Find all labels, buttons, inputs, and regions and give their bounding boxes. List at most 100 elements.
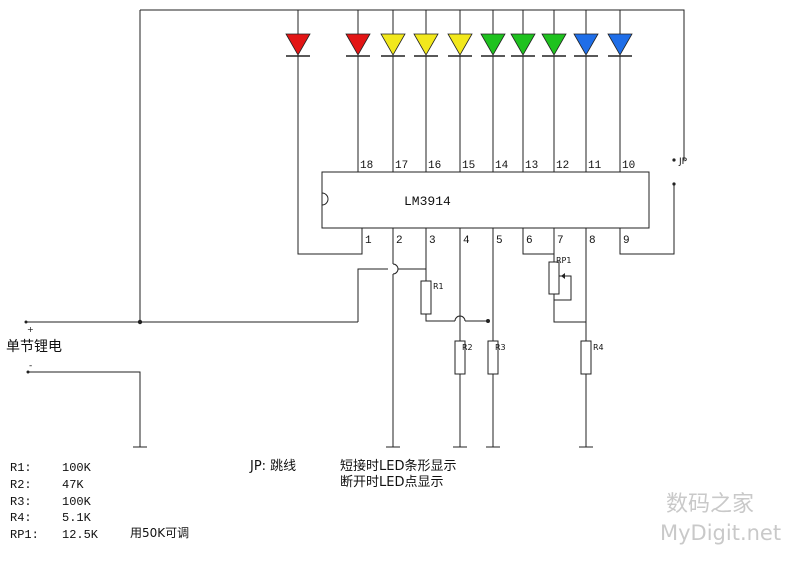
battery: + - 单节锂电 [6, 320, 62, 374]
ic-pin-number: 16 [428, 160, 441, 172]
resistors: R1 R2 R3 R4 RP1 [420, 256, 604, 375]
bom-ref: R3: [10, 495, 32, 509]
junction-dot [137, 319, 143, 325]
ic-pin-number: 14 [495, 160, 509, 172]
ic-pin-number: 5 [496, 235, 503, 247]
bom-ref: R2: [10, 478, 32, 492]
jp-jumper: JP [672, 157, 688, 186]
led [380, 33, 406, 57]
jp-note-line1: 短接时LED条形显示 [340, 458, 456, 474]
led-triangle [510, 33, 536, 56]
r4-label: R4 [593, 343, 604, 352]
jp-contact-b [672, 182, 676, 186]
led-triangle [413, 33, 439, 56]
junction-dot [486, 319, 490, 323]
led-triangle [447, 33, 473, 56]
led-triangle [607, 33, 633, 56]
ic-pin-number: 18 [360, 160, 373, 172]
battery-minus-sign: - [29, 361, 32, 371]
feed-wire-a [357, 268, 388, 322]
resistor-r2 [454, 340, 466, 375]
ic-pin-number: 3 [429, 235, 436, 247]
rp1-label: RP1 [556, 256, 571, 265]
r1-bottom-wire [425, 314, 455, 322]
jp-to-pin9-wire [619, 184, 675, 255]
pin6-wire [522, 228, 555, 262]
resistor-r4 [580, 340, 592, 375]
battery-minus-terminal [26, 370, 30, 374]
ic-pin-number: 12 [556, 160, 569, 172]
resistor-r3 [487, 340, 499, 375]
led-wires [297, 10, 621, 172]
pin2-hop [392, 263, 399, 275]
potentiometer-rp1 [548, 261, 560, 295]
ic-top-pin-numbers: 18 17 16 15 14 13 12 11 10 [360, 160, 635, 172]
resistor-r1 [420, 280, 432, 315]
jp-note-line2: 断开时LED点显示 [340, 475, 443, 490]
bom-ref: R4: [10, 511, 32, 525]
ic-name: LM3914 [404, 194, 451, 209]
ic-pin-number: 13 [525, 160, 538, 172]
ic-pin-number: 15 [462, 160, 475, 172]
led-array [285, 33, 633, 57]
ic-pin-number: 2 [396, 235, 403, 247]
bom-value: 100K [62, 461, 92, 475]
r2-label: R2 [462, 343, 473, 352]
led [573, 33, 599, 57]
battery-plus-terminal [24, 320, 28, 324]
ic-body [321, 171, 650, 229]
ic-pin-number: 4 [463, 235, 470, 247]
led-triangle [345, 33, 371, 56]
ic-bottom-pin-numbers: 1 2 3 4 5 6 7 8 9 [365, 235, 630, 247]
ic-pin-number: 10 [622, 160, 635, 172]
ic-pin-number: 7 [557, 235, 564, 247]
ic-pin-number: 11 [588, 160, 602, 172]
jp-note: JP: 跳线 短接时LED条形显示 断开时LED点显示 [249, 458, 456, 490]
jp-label: JP [678, 157, 688, 167]
led-triangle [380, 33, 406, 56]
bom-value: 5.1K [62, 511, 92, 525]
bom-value: 47K [62, 478, 84, 492]
led [413, 33, 439, 57]
r3-label: R3 [495, 343, 506, 352]
led-triangle [285, 33, 311, 56]
led [510, 33, 536, 57]
battery-plus-sign: + [27, 325, 34, 334]
jp-note-prefix: JP: 跳线 [249, 459, 296, 474]
top-rail-wire [140, 9, 685, 160]
led [541, 33, 567, 57]
ic-pin-number: 8 [589, 235, 596, 247]
bom-note: 用50K可调 [130, 526, 189, 540]
ic-pin-number: 6 [526, 235, 533, 247]
led [285, 33, 311, 57]
jp-contact-a [672, 158, 676, 162]
ic-pin-number: 1 [365, 235, 372, 247]
watermark: 数码之家 MyDigit.net [660, 492, 781, 545]
led [480, 33, 506, 57]
rp1-to-r4-wire [553, 294, 587, 447]
r1-label: R1 [433, 282, 444, 291]
component-values: R1: 100K R2: 47K R3: 100K R4: 5.1K RP1: … [10, 461, 189, 542]
led [345, 33, 371, 57]
watermark-en: MyDigit.net [660, 521, 781, 545]
bom-value: 12.5K [62, 528, 99, 542]
led [447, 33, 473, 57]
led-triangle [541, 33, 567, 56]
ic-pin-number: 9 [623, 235, 630, 247]
led-triangle [573, 33, 599, 56]
wires [26, 9, 685, 447]
bom-ref: RP1: [10, 528, 39, 542]
rp1-wiper-arrow [561, 273, 565, 279]
led1-to-pin1-wire [297, 55, 363, 255]
bom-ref: R1: [10, 461, 32, 475]
ic-pin-number: 17 [395, 160, 408, 172]
battery-minus-wire [28, 371, 141, 447]
bom-value: 100K [62, 495, 92, 509]
led [607, 33, 633, 57]
lm3914-ic: LM3914 [321, 171, 650, 229]
battery-label: 单节锂电 [6, 339, 62, 355]
watermark-cn: 数码之家 [666, 492, 754, 517]
ic-notch [321, 192, 329, 206]
led-triangle [480, 33, 506, 56]
